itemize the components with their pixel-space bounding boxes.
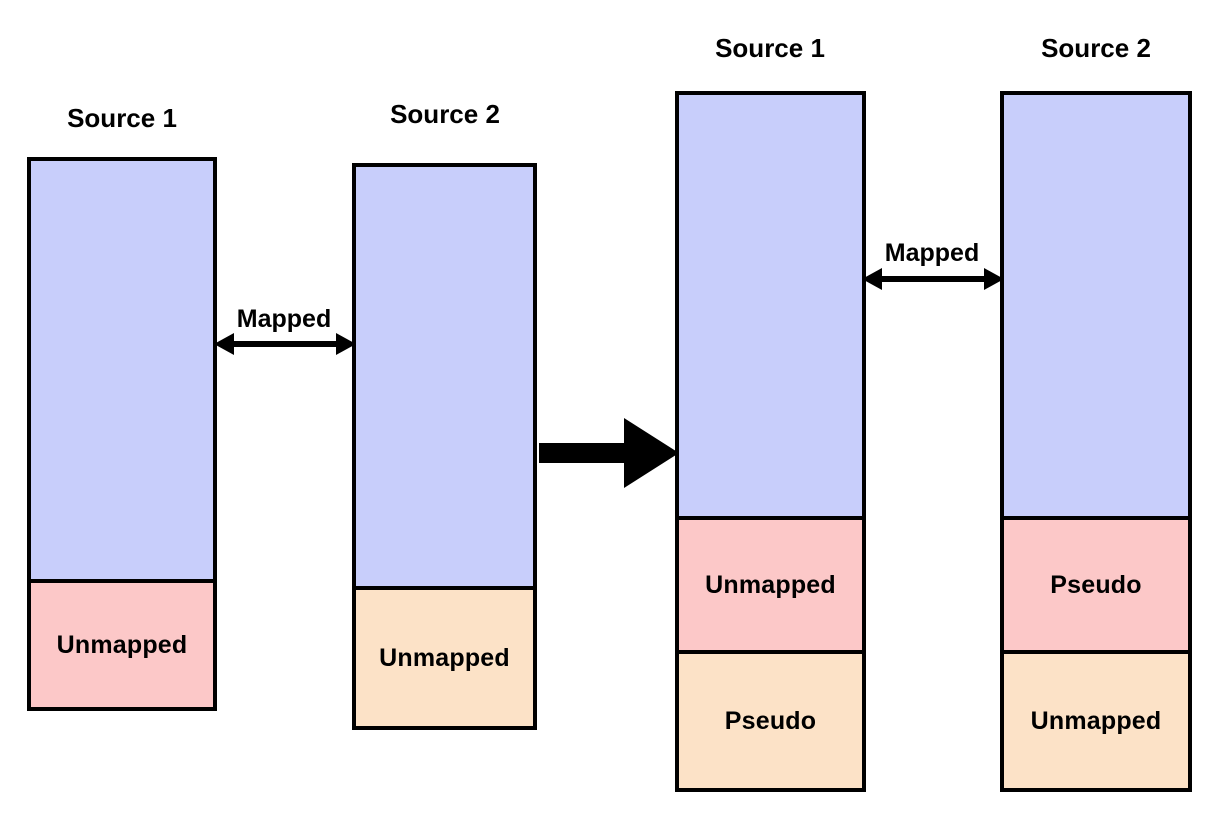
transform-right-arrow-icon: [539, 418, 679, 488]
bar-right-source-1: Unmapped Pseudo: [675, 91, 866, 792]
bar-title-right-source-1: Source 1: [715, 33, 825, 63]
segment-right-source-1-mapped: [679, 95, 862, 516]
segment-right-source-2-mapped: [1004, 95, 1188, 516]
bar-title-right-source-2: Source 2: [1041, 33, 1151, 63]
segment-left-source-2-mapped: [356, 167, 533, 586]
bar-left-source-2: Unmapped: [352, 163, 537, 730]
segment-right-source-1-unmapped: Unmapped: [679, 516, 862, 650]
segment-left-source-1-unmapped: Unmapped: [31, 579, 213, 707]
bar-left-source-1: Unmapped: [27, 157, 217, 711]
segment-left-source-2-unmapped: Unmapped: [356, 586, 533, 726]
segment-right-source-2-pseudo: Pseudo: [1004, 516, 1188, 650]
segment-left-source-1-mapped: [31, 161, 213, 579]
segment-right-source-1-pseudo: Pseudo: [679, 650, 862, 788]
bar-right-source-2: Pseudo Unmapped: [1000, 91, 1192, 792]
mapped-right-double-arrow-icon: [862, 268, 1004, 290]
segment-right-source-2-unmapped: Unmapped: [1004, 650, 1188, 788]
bar-title-left-source-1: Source 1: [67, 103, 177, 133]
mapped-left-double-arrow-icon: [214, 333, 356, 355]
bar-title-left-source-2: Source 2: [390, 99, 500, 129]
connector-label-mapped-right: Mapped: [884, 239, 980, 267]
connector-label-mapped-left: Mapped: [236, 305, 332, 333]
